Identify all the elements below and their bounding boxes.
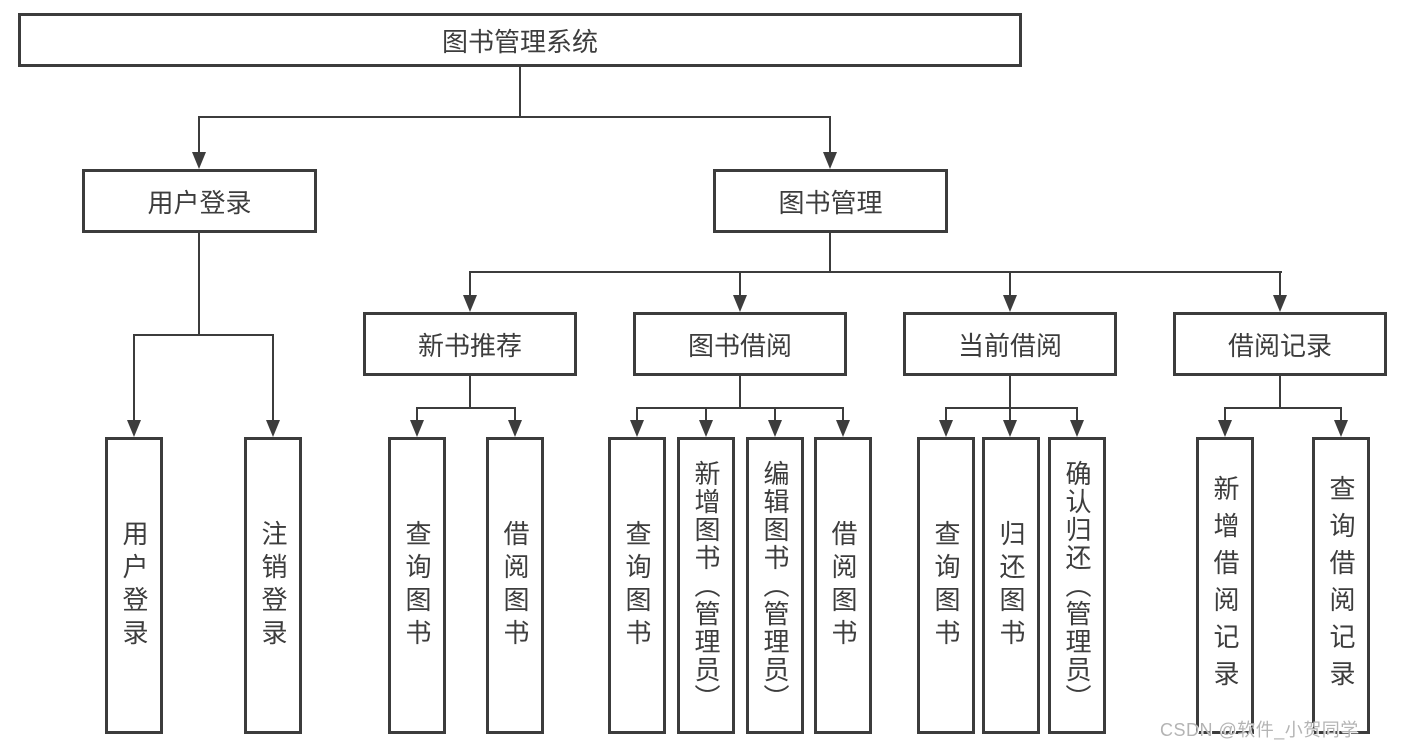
arrow-down-icon xyxy=(1070,420,1084,437)
leaf-query-books-label: 查询图书 xyxy=(931,519,961,652)
leaf-query-books-label: 查询图书 xyxy=(402,519,432,652)
leaf-return-books: 归还图书 xyxy=(982,437,1040,734)
leaf-query-borrow-record-label: 查询借阅记录 xyxy=(1326,474,1356,697)
leaf-user-login: 用户登录 xyxy=(105,437,163,734)
leaf-edit-books-admin: 编辑图书（管理员） xyxy=(746,437,804,734)
csdn-watermark: CSDN @软件_小贺同学 xyxy=(1160,720,1359,740)
connector-arrow-stem xyxy=(1009,271,1011,297)
leaf-borrow-books-recommend: 借阅图书 xyxy=(486,437,544,734)
node-root-label: 图书管理系统 xyxy=(441,26,598,57)
leaf-user-login-label: 用户登录 xyxy=(119,519,149,652)
leaf-borrow-books: 借阅图书 xyxy=(814,437,872,734)
node-current-borrowing: 当前借阅 xyxy=(903,312,1117,376)
arrow-down-icon xyxy=(1334,420,1348,437)
node-book-management: 图书管理 xyxy=(713,169,948,233)
node-current-borrowing-label: 当前借阅 xyxy=(957,330,1062,361)
leaf-borrow-books-label: 借阅图书 xyxy=(500,519,530,652)
connector-stem xyxy=(1279,376,1281,409)
arrow-down-icon xyxy=(836,420,850,437)
leaf-logout: 注销登录 xyxy=(244,437,302,734)
leaf-query-books-borrowing: 查询图书 xyxy=(608,437,666,734)
connector-user-login-rail xyxy=(133,334,274,336)
connector-arrow-stem xyxy=(1279,271,1281,297)
connector-rail xyxy=(636,407,844,409)
connector-rail xyxy=(416,407,516,409)
arrow-down-icon xyxy=(1003,420,1017,437)
arrow-down-icon xyxy=(192,152,206,169)
arrow-down-icon xyxy=(1218,420,1232,437)
leaf-confirm-return-admin-label: 确认归还（管理员） xyxy=(1062,459,1092,712)
arrow-down-icon xyxy=(127,420,141,437)
connector-arrow-stem xyxy=(705,407,707,422)
connector-stem xyxy=(739,376,741,409)
connector-rail xyxy=(945,407,1078,409)
node-root-library-system: 图书管理系统 xyxy=(18,13,1022,67)
node-new-book-recommendation: 新书推荐 xyxy=(363,312,577,376)
leaf-edit-books-admin-label: 编辑图书（管理员） xyxy=(760,459,790,712)
connector-arrow-stem xyxy=(739,271,741,297)
arrow-down-icon xyxy=(939,420,953,437)
leaf-add-borrow-record-label: 新增借阅记录 xyxy=(1210,474,1240,697)
node-user-login-label: 用户登录 xyxy=(147,187,252,218)
connector-arrow-stem xyxy=(1009,407,1011,422)
connector-arrow-stem xyxy=(1340,407,1342,422)
node-book-borrowing-label: 图书借阅 xyxy=(687,330,792,361)
connector-arrow-stem xyxy=(514,407,516,422)
arrow-down-icon xyxy=(630,420,644,437)
leaf-return-books-label: 归还图书 xyxy=(996,519,1026,652)
connector-root-stem xyxy=(519,67,521,118)
connector-book-mgmt-stem xyxy=(829,233,831,273)
arrow-down-icon xyxy=(823,152,837,169)
arrow-down-icon xyxy=(733,295,747,312)
connector-book-mgmt-rail xyxy=(469,271,1282,273)
connector-arrow-stem xyxy=(416,407,418,422)
leaf-query-books-recommend: 查询图书 xyxy=(388,437,446,734)
node-borrowing-records: 借阅记录 xyxy=(1173,312,1387,376)
arrow-down-icon xyxy=(463,295,477,312)
connector-arrow-stem xyxy=(636,407,638,422)
leaf-confirm-return-admin: 确认归还（管理员） xyxy=(1048,437,1106,734)
arrow-down-icon xyxy=(410,420,424,437)
connector-arrow-stem xyxy=(272,334,274,422)
arrow-down-icon xyxy=(699,420,713,437)
connector-user-login-stem xyxy=(198,233,200,336)
connector-stem xyxy=(469,376,471,409)
connector-arrow-stem xyxy=(774,407,776,422)
connector-rail xyxy=(1224,407,1342,409)
connector-arrow-stem xyxy=(198,116,200,154)
leaf-borrow-books-label: 借阅图书 xyxy=(828,519,858,652)
leaf-add-borrow-record: 新增借阅记录 xyxy=(1196,437,1254,734)
connector-stem xyxy=(1009,376,1011,409)
node-new-book-recommendation-label: 新书推荐 xyxy=(417,330,522,361)
connector-arrow-stem xyxy=(945,407,947,422)
arrow-down-icon xyxy=(508,420,522,437)
node-book-management-label: 图书管理 xyxy=(778,187,883,218)
leaf-logout-label: 注销登录 xyxy=(258,519,288,652)
connector-arrow-stem xyxy=(1224,407,1226,422)
arrow-down-icon xyxy=(1273,295,1287,312)
arrow-down-icon xyxy=(266,420,280,437)
connector-arrow-stem xyxy=(133,334,135,422)
connector-arrow-stem xyxy=(1076,407,1078,422)
arrow-down-icon xyxy=(768,420,782,437)
leaf-add-books-admin-label: 新增图书（管理员） xyxy=(691,459,721,712)
node-user-login: 用户登录 xyxy=(82,169,317,233)
leaf-query-books-label: 查询图书 xyxy=(622,519,652,652)
connector-arrow-stem xyxy=(469,271,471,297)
connector-arrow-stem xyxy=(842,407,844,422)
leaf-query-borrow-record: 查询借阅记录 xyxy=(1312,437,1370,734)
node-book-borrowing: 图书借阅 xyxy=(633,312,847,376)
leaf-query-books-current: 查询图书 xyxy=(917,437,975,734)
arrow-down-icon xyxy=(1003,295,1017,312)
connector-arrow-stem xyxy=(829,116,831,154)
node-borrowing-records-label: 借阅记录 xyxy=(1227,330,1332,361)
leaf-add-books-admin: 新增图书（管理员） xyxy=(677,437,735,734)
connector-root-rail xyxy=(198,116,831,118)
